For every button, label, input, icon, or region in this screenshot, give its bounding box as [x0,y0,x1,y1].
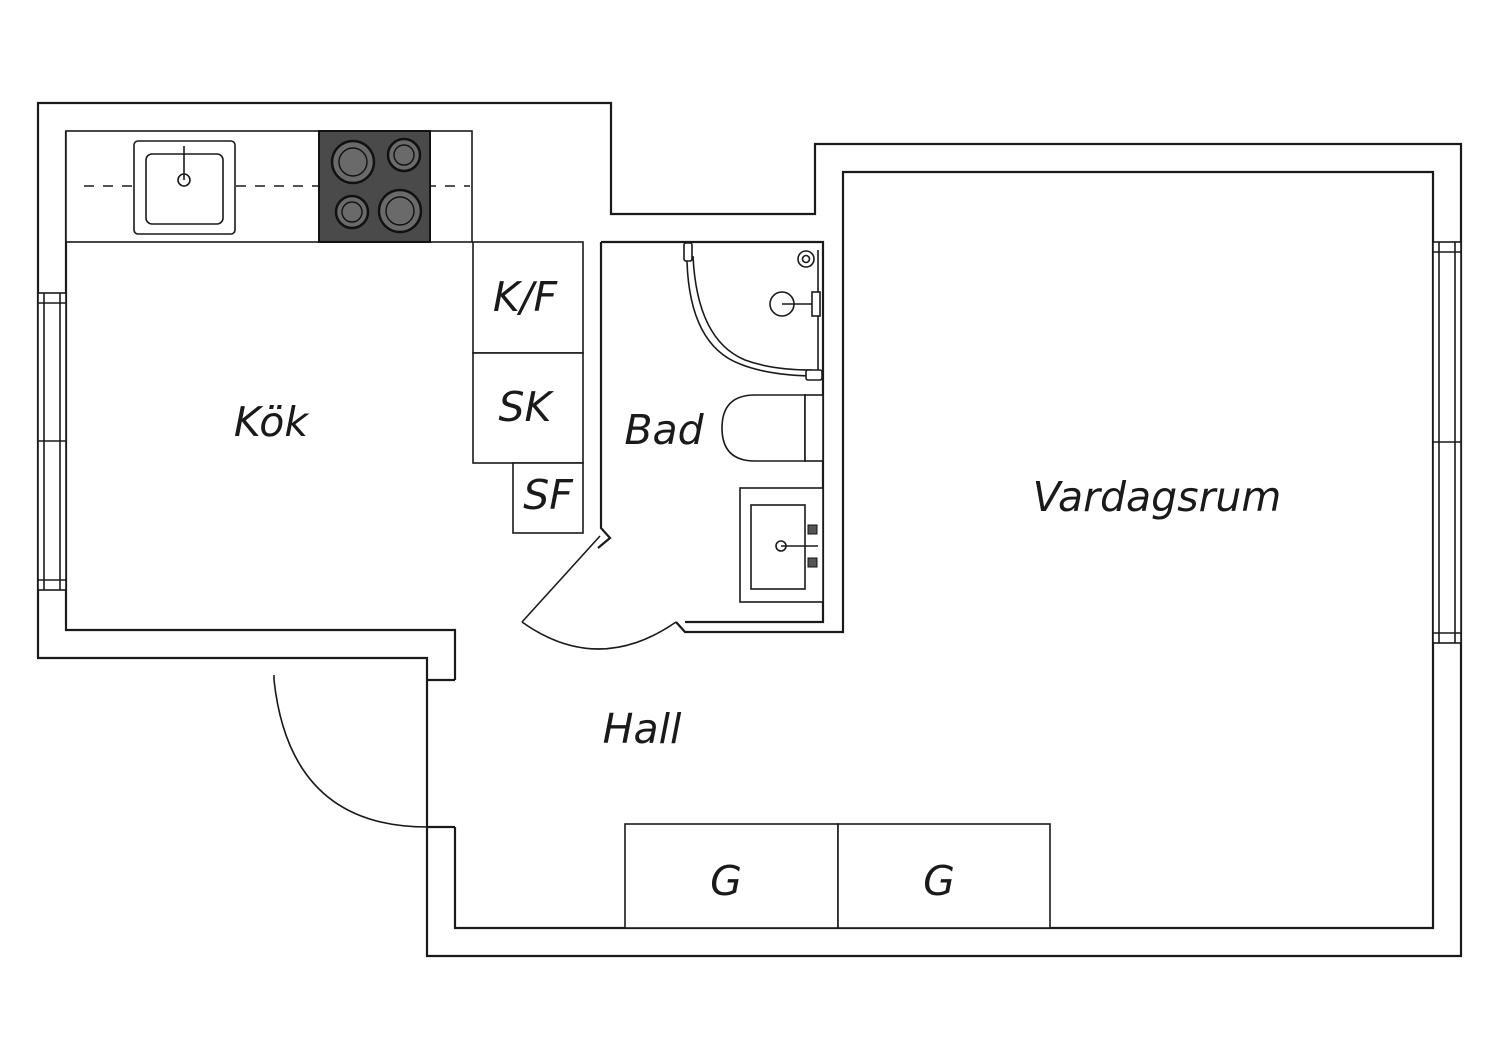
hall-label: Hall [603,705,682,753]
cabinet-unit [472,352,584,464]
outer-walls [36,101,1463,958]
toilet [721,394,824,462]
wardrobe-2-label: G [923,857,955,905]
entrance-door [273,675,428,828]
wardrobe-2 [837,823,1051,929]
freezer-label: SF [523,471,574,519]
freezer-unit [512,462,584,534]
bathroom-label: Bad [624,406,704,454]
living-room-label: Vardagsrum [1033,473,1282,521]
kitchen-label: Kök [234,398,311,446]
shower [683,242,823,381]
fridge-freezer-label: K/F [493,273,559,321]
wardrobe-1 [624,823,839,929]
stove [318,130,431,243]
cabinet-label: SK [499,383,555,431]
wardrobe-1-label: G [710,857,742,905]
kitchen-sink [133,140,236,235]
bathroom-sink [739,487,824,603]
bathroom-door [521,535,677,650]
window-kitchen [37,292,67,591]
window-living-room [1432,241,1462,644]
fridge-freezer-unit [472,241,584,354]
